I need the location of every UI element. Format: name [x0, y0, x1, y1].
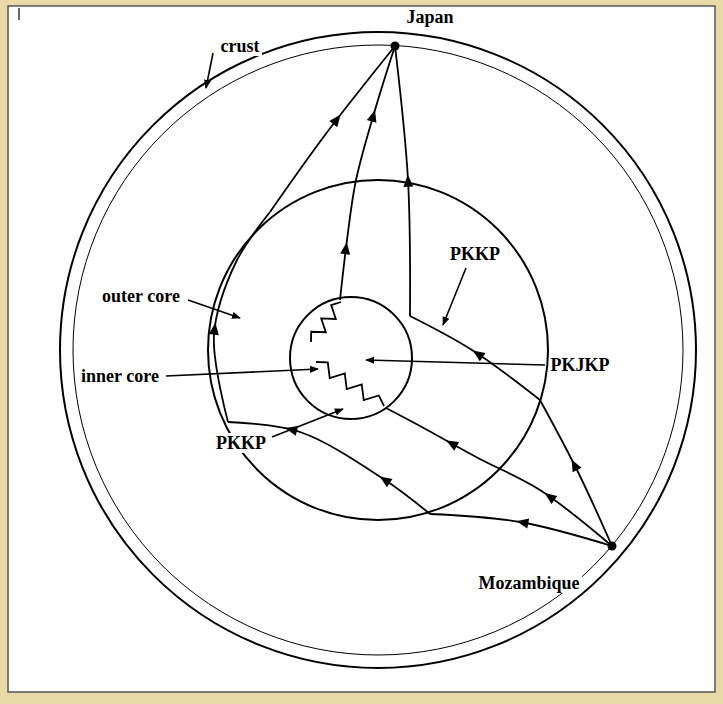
ray-arrowhead	[403, 174, 414, 187]
place-label: Japan	[404, 7, 455, 27]
layer-label: inner core	[79, 366, 161, 386]
earth-surface	[60, 32, 696, 668]
stray-mark	[18, 8, 20, 20]
zigzag-ray	[316, 362, 384, 406]
ray-arrowhead	[470, 346, 486, 361]
inner-core-boundary	[290, 297, 412, 419]
station-dot	[391, 42, 400, 51]
ray-arrowhead	[329, 112, 344, 128]
leader-line	[206, 53, 213, 88]
leader-line	[366, 360, 545, 365]
zigzag-ray	[311, 302, 341, 342]
leader-line	[443, 268, 466, 325]
ray-path	[270, 46, 395, 212]
ray-path	[410, 316, 540, 400]
phase-label: PKKP	[448, 244, 502, 264]
ray-arrowhead	[516, 516, 530, 528]
leader-line	[166, 369, 318, 376]
ray-paths	[209, 46, 612, 546]
crust-boundary	[73, 45, 683, 655]
ray-arrowhead	[444, 436, 459, 451]
ray-arrowhead	[367, 109, 380, 123]
ray-arrowhead	[542, 489, 558, 504]
phase-label: PKJKP	[549, 355, 612, 375]
ray-arrowhead	[567, 457, 581, 472]
layer-label: outer core	[100, 286, 182, 306]
ray-arrowhead	[377, 472, 393, 487]
source-dot	[608, 542, 617, 551]
leader-line	[188, 300, 240, 318]
ray-arrowhead	[209, 322, 220, 335]
phase-label: PKKP	[214, 433, 268, 453]
ray-path	[340, 46, 395, 300]
place-label: Mozambique	[477, 573, 582, 593]
panel	[8, 6, 715, 692]
ray-path	[386, 408, 612, 546]
leader-line	[272, 409, 343, 437]
leader-lines	[166, 53, 545, 437]
outer-core-boundary	[208, 180, 548, 520]
layer-label: crust	[219, 36, 262, 56]
ray-path	[214, 212, 270, 422]
ray-arrowhead	[340, 242, 351, 255]
ray-path	[540, 400, 612, 546]
ray-path	[430, 514, 612, 546]
